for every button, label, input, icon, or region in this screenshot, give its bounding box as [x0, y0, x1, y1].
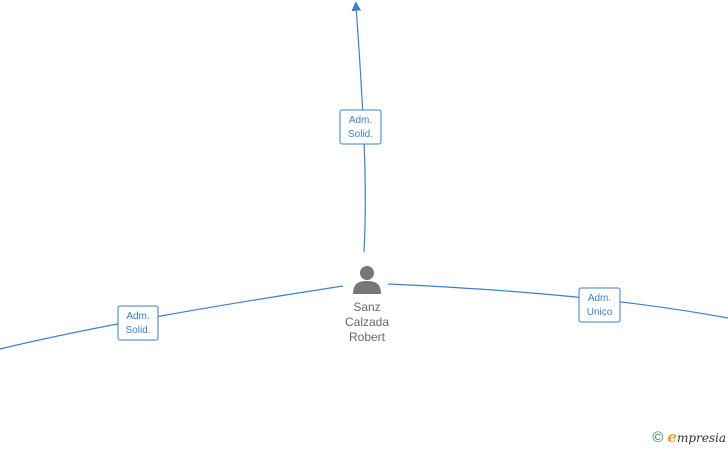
edge-label-right[interactable]: Adm. Unico: [578, 287, 621, 323]
edge-label-left[interactable]: Adm. Solid.: [117, 305, 159, 341]
edge-line-left: [0, 285, 344, 350]
person-icon[interactable]: [353, 266, 381, 294]
person-name-line-2: Calzada: [344, 315, 390, 329]
person-name-line-3: Robert: [348, 330, 386, 344]
edge-label-up[interactable]: Adm. Solid.: [339, 109, 382, 145]
edge-label-left-line-2: Solid.: [125, 325, 150, 336]
watermark: © empresia: [652, 428, 726, 446]
brand-rest: mpresia: [676, 431, 726, 445]
brand-initial: e: [667, 428, 677, 446]
edge-label-right-line-2: Unico: [587, 307, 613, 318]
edge-label-right-line-1: Adm.: [588, 293, 611, 304]
person-name[interactable]: Sanz Calzada Robert: [327, 300, 407, 345]
brand-logo: empresia: [667, 428, 726, 446]
person-name-line-1: Sanz: [353, 300, 381, 314]
edge-label-up-line-2: Solid.: [348, 129, 373, 140]
copyright-symbol: ©: [652, 428, 664, 446]
edge-line-right: [387, 283, 728, 319]
edge-label-up-line-1: Adm.: [349, 115, 372, 126]
edge-label-left-line-1: Adm.: [126, 311, 149, 322]
